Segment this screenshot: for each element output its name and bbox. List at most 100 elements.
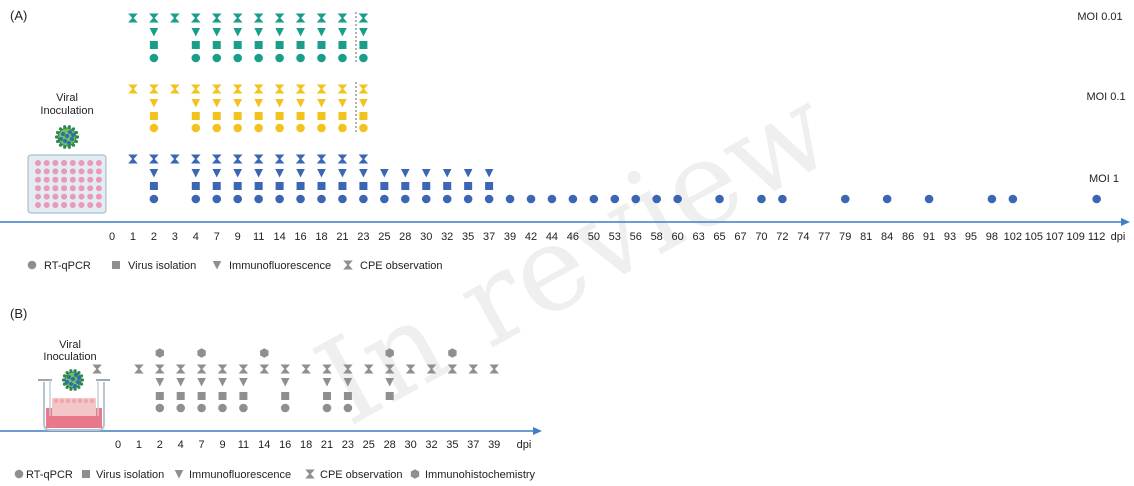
panel-a-tick-label: 65 [713, 231, 725, 243]
plate-well [69, 193, 76, 200]
immunofluorescence-marker [275, 169, 284, 178]
rt-qpcr-marker [338, 194, 347, 204]
marker-row-moi1 [128, 154, 1101, 204]
virus-isolation-marker [343, 392, 352, 400]
immunofluorescence-marker [212, 169, 222, 178]
rt-qpcr-marker [757, 194, 766, 204]
legend-cpe-observation-icon [305, 469, 315, 479]
panel-a-label: (A) [10, 8, 27, 23]
virus-icon [61, 369, 85, 391]
immunofluorescence-marker [197, 378, 206, 387]
panel-b-inoculation-label: Viral [59, 339, 81, 351]
virus-isolation-marker [239, 392, 248, 400]
panel-b-tick-label: 7 [199, 439, 205, 451]
cpe-observation-marker [316, 13, 327, 23]
virus-isolation-marker [212, 182, 221, 190]
virus-isolation-marker [191, 112, 200, 120]
rt-qpcr-marker [212, 194, 222, 204]
cpe-observation-marker [337, 154, 348, 164]
cpe-observation-marker [426, 364, 437, 374]
cpe-observation-marker [358, 84, 369, 94]
panel-b-tick-label: 4 [178, 439, 184, 451]
virus-isolation-marker [149, 41, 158, 49]
cpe-observation-marker [405, 364, 416, 374]
immunofluorescence-marker [421, 169, 431, 178]
panel-a-tick-label: 98 [986, 231, 998, 243]
virus-isolation-marker [317, 112, 326, 120]
legend-virus-isolation-icon [82, 470, 90, 478]
virus-spike [80, 378, 85, 382]
rt-qpcr-marker [296, 194, 305, 204]
rt-qpcr-marker [296, 53, 305, 63]
cpe-observation-marker [358, 154, 369, 164]
rt-qpcr-marker [505, 194, 515, 204]
plate-well [78, 202, 85, 208]
panel-a-tick-label: 81 [860, 231, 872, 243]
plate-well [78, 176, 85, 183]
virus-isolation-marker [380, 182, 389, 190]
cpe-observation-marker [211, 13, 222, 23]
virus-isolation-marker [296, 112, 305, 120]
cpe-observation-marker [217, 364, 228, 374]
rt-qpcr-marker [359, 194, 368, 204]
panel-b-axis-unit: dpi [517, 439, 532, 451]
rt-qpcr-marker [155, 403, 165, 413]
virus-protein [65, 380, 69, 384]
rt-qpcr-marker [275, 53, 284, 63]
rt-qpcr-marker [149, 194, 159, 204]
plate-well [61, 193, 68, 200]
rt-qpcr-marker [239, 403, 248, 413]
virus-isolation-marker [254, 182, 263, 190]
virus-spike [61, 378, 66, 382]
panel-a-tick-label: 30 [420, 231, 432, 243]
virus-isolation-marker [191, 41, 200, 49]
immunofluorescence-marker [155, 378, 165, 387]
virus-protein [71, 377, 75, 381]
virus-protein [77, 376, 81, 380]
virus-spike [63, 145, 67, 149]
virus-isolation-marker [233, 41, 242, 49]
plate-well [52, 168, 59, 175]
plate-well [43, 176, 50, 183]
rt-qpcr-marker [149, 123, 159, 133]
cpe-observation-marker [295, 154, 306, 164]
panel-b-tick-label: 28 [384, 439, 396, 451]
legend-rt-qpcr-label: RT-qPCR [26, 469, 73, 481]
panel-a-axis-unit: dpi [1111, 231, 1126, 243]
plate-well [95, 193, 102, 200]
plate-well [43, 193, 50, 200]
plate-well [35, 193, 41, 200]
cpe-observation-marker [149, 13, 159, 23]
panel-a-tick-label: 50 [588, 231, 600, 243]
rt-qpcr-marker [359, 123, 368, 133]
panel-a-tick-label: 42 [525, 231, 537, 243]
panel-b-tick-label: 18 [300, 439, 312, 451]
panel-a-tick-label: 23 [357, 231, 369, 243]
well-plate-icon [27, 154, 107, 214]
panel-a-tick-label: 3 [172, 231, 178, 243]
virus-protein [74, 373, 78, 377]
panel-a-tick-label: 2 [151, 231, 157, 243]
cpe-observation-marker [232, 154, 243, 164]
rt-qpcr-marker [191, 123, 201, 133]
cpe-observation-marker [468, 364, 479, 374]
virus-spike [73, 369, 77, 373]
legend-rt-qpcr-icon [14, 469, 24, 479]
panel-a-tick-label: 46 [567, 231, 579, 243]
rt-qpcr-marker [924, 194, 934, 204]
plate-well [61, 185, 68, 192]
cpe-observation-marker [316, 84, 327, 94]
immunofluorescence-marker [149, 169, 159, 178]
panel-a-tick-label: 37 [483, 231, 495, 243]
cpe-observation-marker [149, 154, 159, 164]
immunohistochemistry-marker [197, 348, 206, 358]
virus-isolation-marker [338, 112, 347, 120]
plate-well [69, 185, 76, 192]
rt-qpcr-marker [1008, 194, 1018, 204]
immunofluorescence-marker [254, 28, 263, 37]
immunofluorescence-marker [218, 378, 227, 387]
cpe-observation-marker [358, 13, 369, 23]
panel-a-tick-label: 112 [1088, 231, 1106, 243]
